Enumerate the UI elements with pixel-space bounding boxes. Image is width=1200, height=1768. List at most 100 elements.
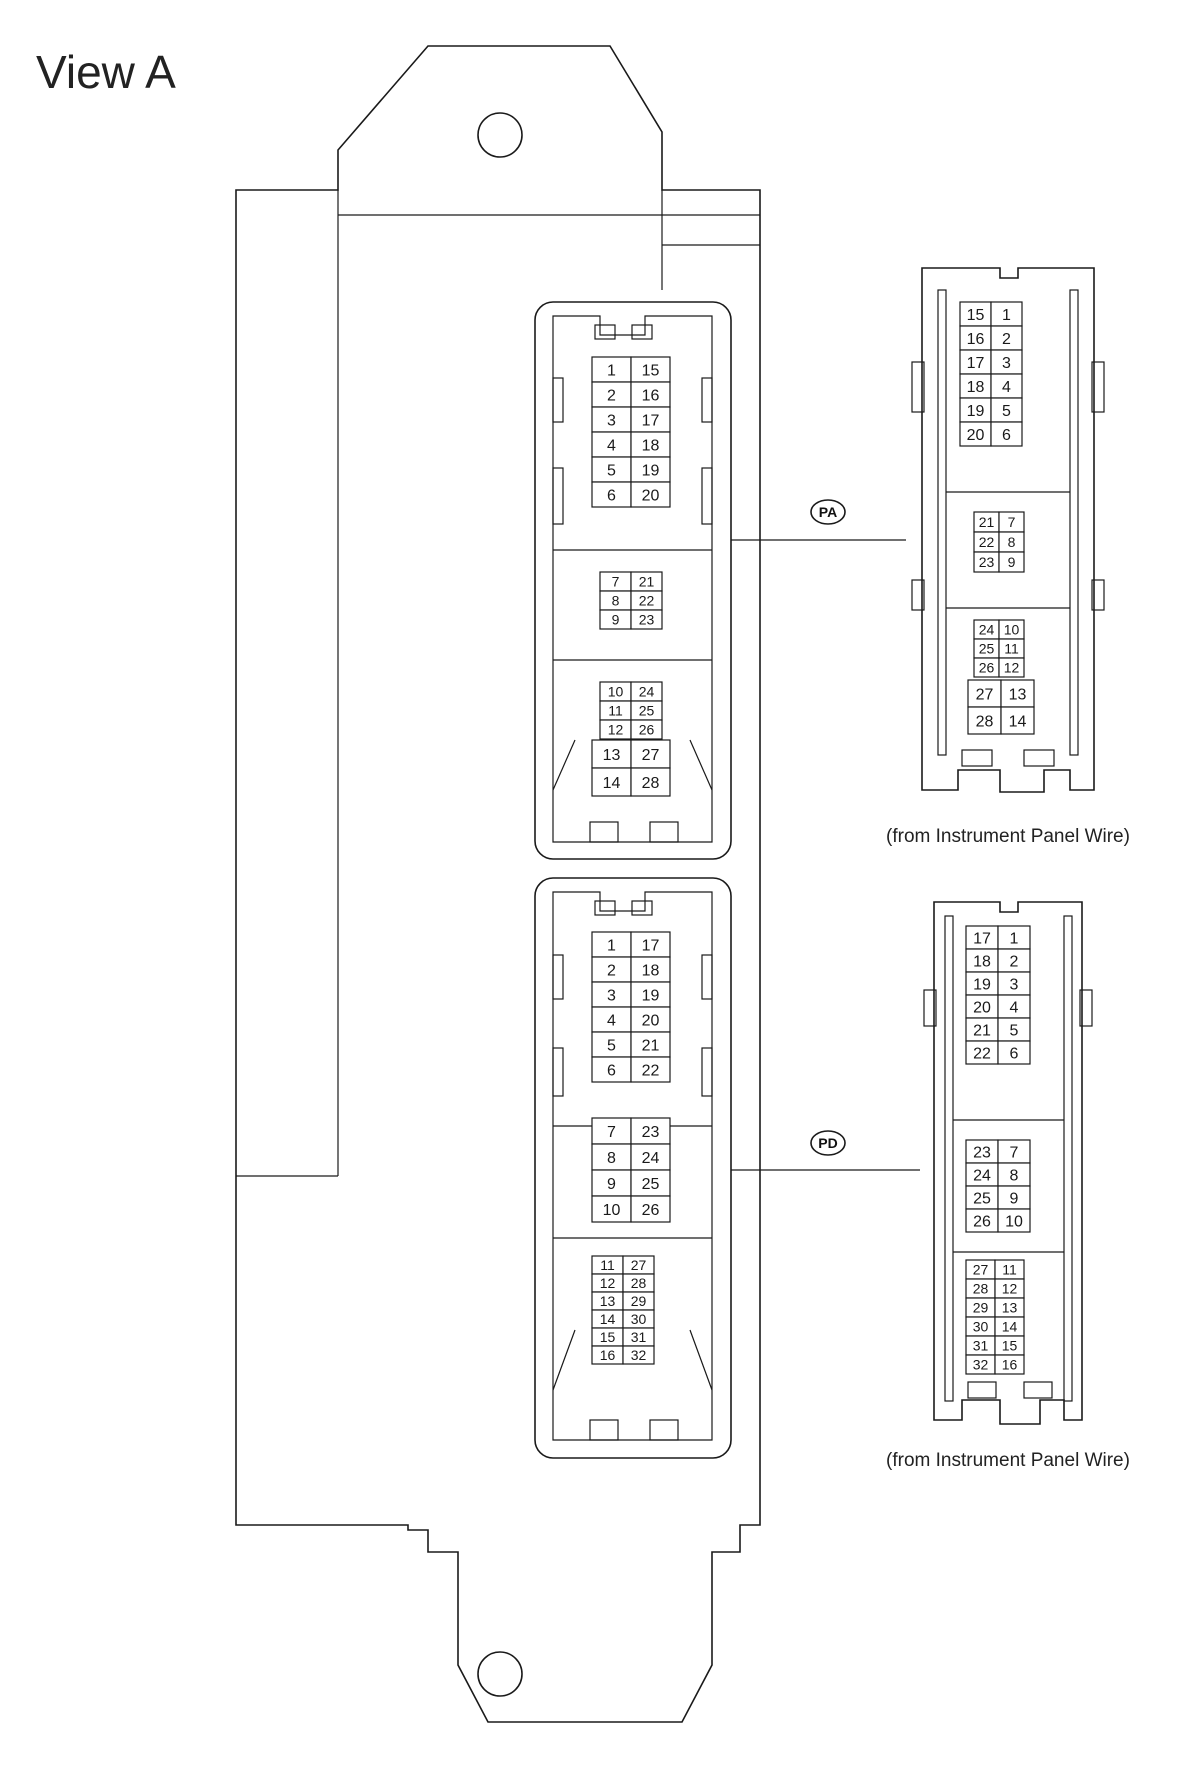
ecu-pd-pin-cell [630, 1143, 671, 1171]
mounting-hole-bottom [477, 1651, 523, 1697]
harness-pa-pin-cell [990, 397, 1023, 423]
harness-pa-pin-number: 25 [979, 641, 995, 657]
ecu-pd-pin-number: 3 [607, 988, 616, 1005]
harness-pa-pin-cell [990, 373, 1023, 399]
harness-pa-pin-number: 18 [967, 379, 985, 396]
harness-pd-pin-number: 15 [1002, 1338, 1018, 1354]
ecu-pd-pin-number: 8 [607, 1150, 616, 1167]
ecu-pa-pin-cell [630, 456, 671, 483]
harness-pa-pin-number: 5 [1002, 403, 1011, 420]
ecu-pa-pin-number: 27 [642, 747, 660, 764]
ecu-pa-pin-number: 25 [639, 703, 655, 719]
ecu-pa-pin-number: 13 [603, 747, 621, 764]
ecu-pa-pin-number: 26 [639, 722, 655, 738]
ecu-pd-pin-cell [591, 981, 632, 1008]
ecu-pd-pin-number: 10 [603, 1202, 621, 1219]
ecu-pd-pin-number: 26 [642, 1202, 660, 1219]
ecu-pa-pin-number: 4 [607, 438, 616, 455]
harness-pd-pin-number: 26 [973, 1214, 991, 1231]
harness-pd-pin-number: 23 [973, 1145, 991, 1162]
ecu-pd-pin-cell [630, 931, 671, 958]
ecu-pd-pin-number: 19 [642, 988, 660, 1005]
ecu-pd-pin-number: 31 [631, 1329, 647, 1345]
harness-pa-pin-cell [959, 301, 992, 327]
ecu-pd-pin-number: 4 [607, 1013, 616, 1030]
harness-pd-pin-number: 27 [973, 1262, 989, 1278]
ecu-pa-pin-cell [630, 739, 671, 769]
tag-pd: PD [818, 1135, 837, 1151]
ecu-pa-pin-number: 20 [642, 488, 660, 505]
ecu-pa-pin-cell [630, 719, 663, 740]
harness-pd-pin-cell [997, 1040, 1031, 1065]
harness-pd-pin-number: 6 [1010, 1046, 1019, 1063]
ecu-pa-pin-cell [591, 356, 632, 383]
harness-pa-pin-cell [998, 551, 1025, 573]
ecu-pd-pin-number: 7 [607, 1124, 616, 1141]
harness-pd-pin-number: 17 [973, 931, 991, 948]
harness-pd-pin-number: 22 [973, 1046, 991, 1063]
caption-pd: (from Instrument Panel Wire) [886, 1450, 1130, 1471]
ecu-pd-pin-number: 28 [631, 1275, 647, 1291]
ecu-pd-pin-number: 14 [600, 1311, 616, 1327]
ecu-pd-pin-number: 11 [600, 1257, 615, 1273]
ecu-pa-pin-number: 5 [607, 463, 616, 480]
ecu-pa-pin-number: 17 [642, 413, 660, 430]
harness-pa-pin-number: 23 [979, 554, 995, 570]
ecu-pa-pin-number: 8 [612, 593, 620, 609]
ecu-pa-pin-number: 2 [607, 388, 616, 405]
harness-pa-pin-number: 16 [967, 331, 985, 348]
harness-pd-pin-number: 16 [1002, 1357, 1018, 1373]
ecu-pa-pin-cell [630, 381, 671, 408]
ecu-pd-pin-number: 16 [600, 1347, 616, 1363]
ecu-pa-pin-number: 9 [612, 612, 620, 628]
harness-pa-pin-number: 9 [1008, 554, 1016, 570]
harness-pd-pin-number: 31 [973, 1338, 989, 1354]
harness-pa-pin-cell [959, 325, 992, 351]
ecu-pd-pin-cell [630, 981, 671, 1008]
harness-pa-pin-number: 8 [1008, 534, 1016, 550]
harness-pa-pin-number: 1 [1002, 307, 1011, 324]
ecu-pa-pin-cell [630, 356, 671, 383]
harness-connector-pa [911, 267, 1105, 793]
harness-pd-pin-number: 10 [1005, 1214, 1023, 1231]
ecu-pd-pin-cell [630, 1006, 671, 1033]
harness-pa-pin-number: 27 [976, 687, 994, 704]
harness-pd-pin-number: 30 [973, 1319, 989, 1335]
ecu-pa-pin-cell [591, 431, 632, 458]
harness-pd-pin-number: 19 [973, 977, 991, 994]
ecu-pd-pin-cell [591, 956, 632, 983]
harness-pa-pin-number: 14 [1009, 714, 1027, 731]
ecu-pd-pin-cell [591, 1006, 632, 1033]
ecu-pd-pin-cell [630, 1056, 671, 1083]
ecu-pd-pin-number: 22 [642, 1063, 660, 1080]
ecu-pa-pin-number: 12 [608, 722, 624, 738]
ecu-pd-pin-cell [591, 1195, 632, 1223]
tag-pd-oval [810, 1130, 846, 1156]
ecu-pa-pin-cell [630, 767, 671, 797]
harness-pd-pin-number: 12 [1002, 1281, 1018, 1297]
ecu-pa-pin-cell [591, 456, 632, 483]
ecu-pa-pin-number: 1 [607, 363, 616, 380]
harness-pa-pin-number: 7 [1008, 514, 1016, 530]
harness-pd-pin-number: 11 [1002, 1262, 1017, 1278]
ecu-pd-pin-number: 18 [642, 963, 660, 980]
harness-pa-pin-number: 20 [967, 427, 985, 444]
harness-pa-pin-cell [1000, 706, 1035, 735]
harness-pa-pin-number: 24 [979, 622, 995, 638]
ecu-pa-pin-number: 15 [642, 363, 660, 380]
harness-pd-pin-number: 29 [973, 1300, 989, 1316]
ecu-pa-pin-number: 7 [612, 574, 620, 590]
ecu-pa-pin-number: 28 [642, 775, 660, 792]
ecu-pd-pin-number: 24 [642, 1150, 660, 1167]
ecu-pd-pin-cell [630, 1117, 671, 1145]
ecu-pa-pin-number: 11 [608, 703, 623, 719]
harness-pa-pin-number: 22 [979, 534, 995, 550]
harness-pa-pin-cell [990, 325, 1023, 351]
ecu-pd-pin-number: 6 [607, 1063, 616, 1080]
ecu-housing [235, 45, 761, 1723]
harness-pa-pin-number: 3 [1002, 355, 1011, 372]
harness-pd-pin-number: 25 [973, 1191, 991, 1208]
harness-pd-pin-number: 24 [973, 1168, 991, 1185]
ecu-pa-pin-cell [630, 406, 671, 433]
ecu-pa-pin-number: 14 [603, 775, 621, 792]
